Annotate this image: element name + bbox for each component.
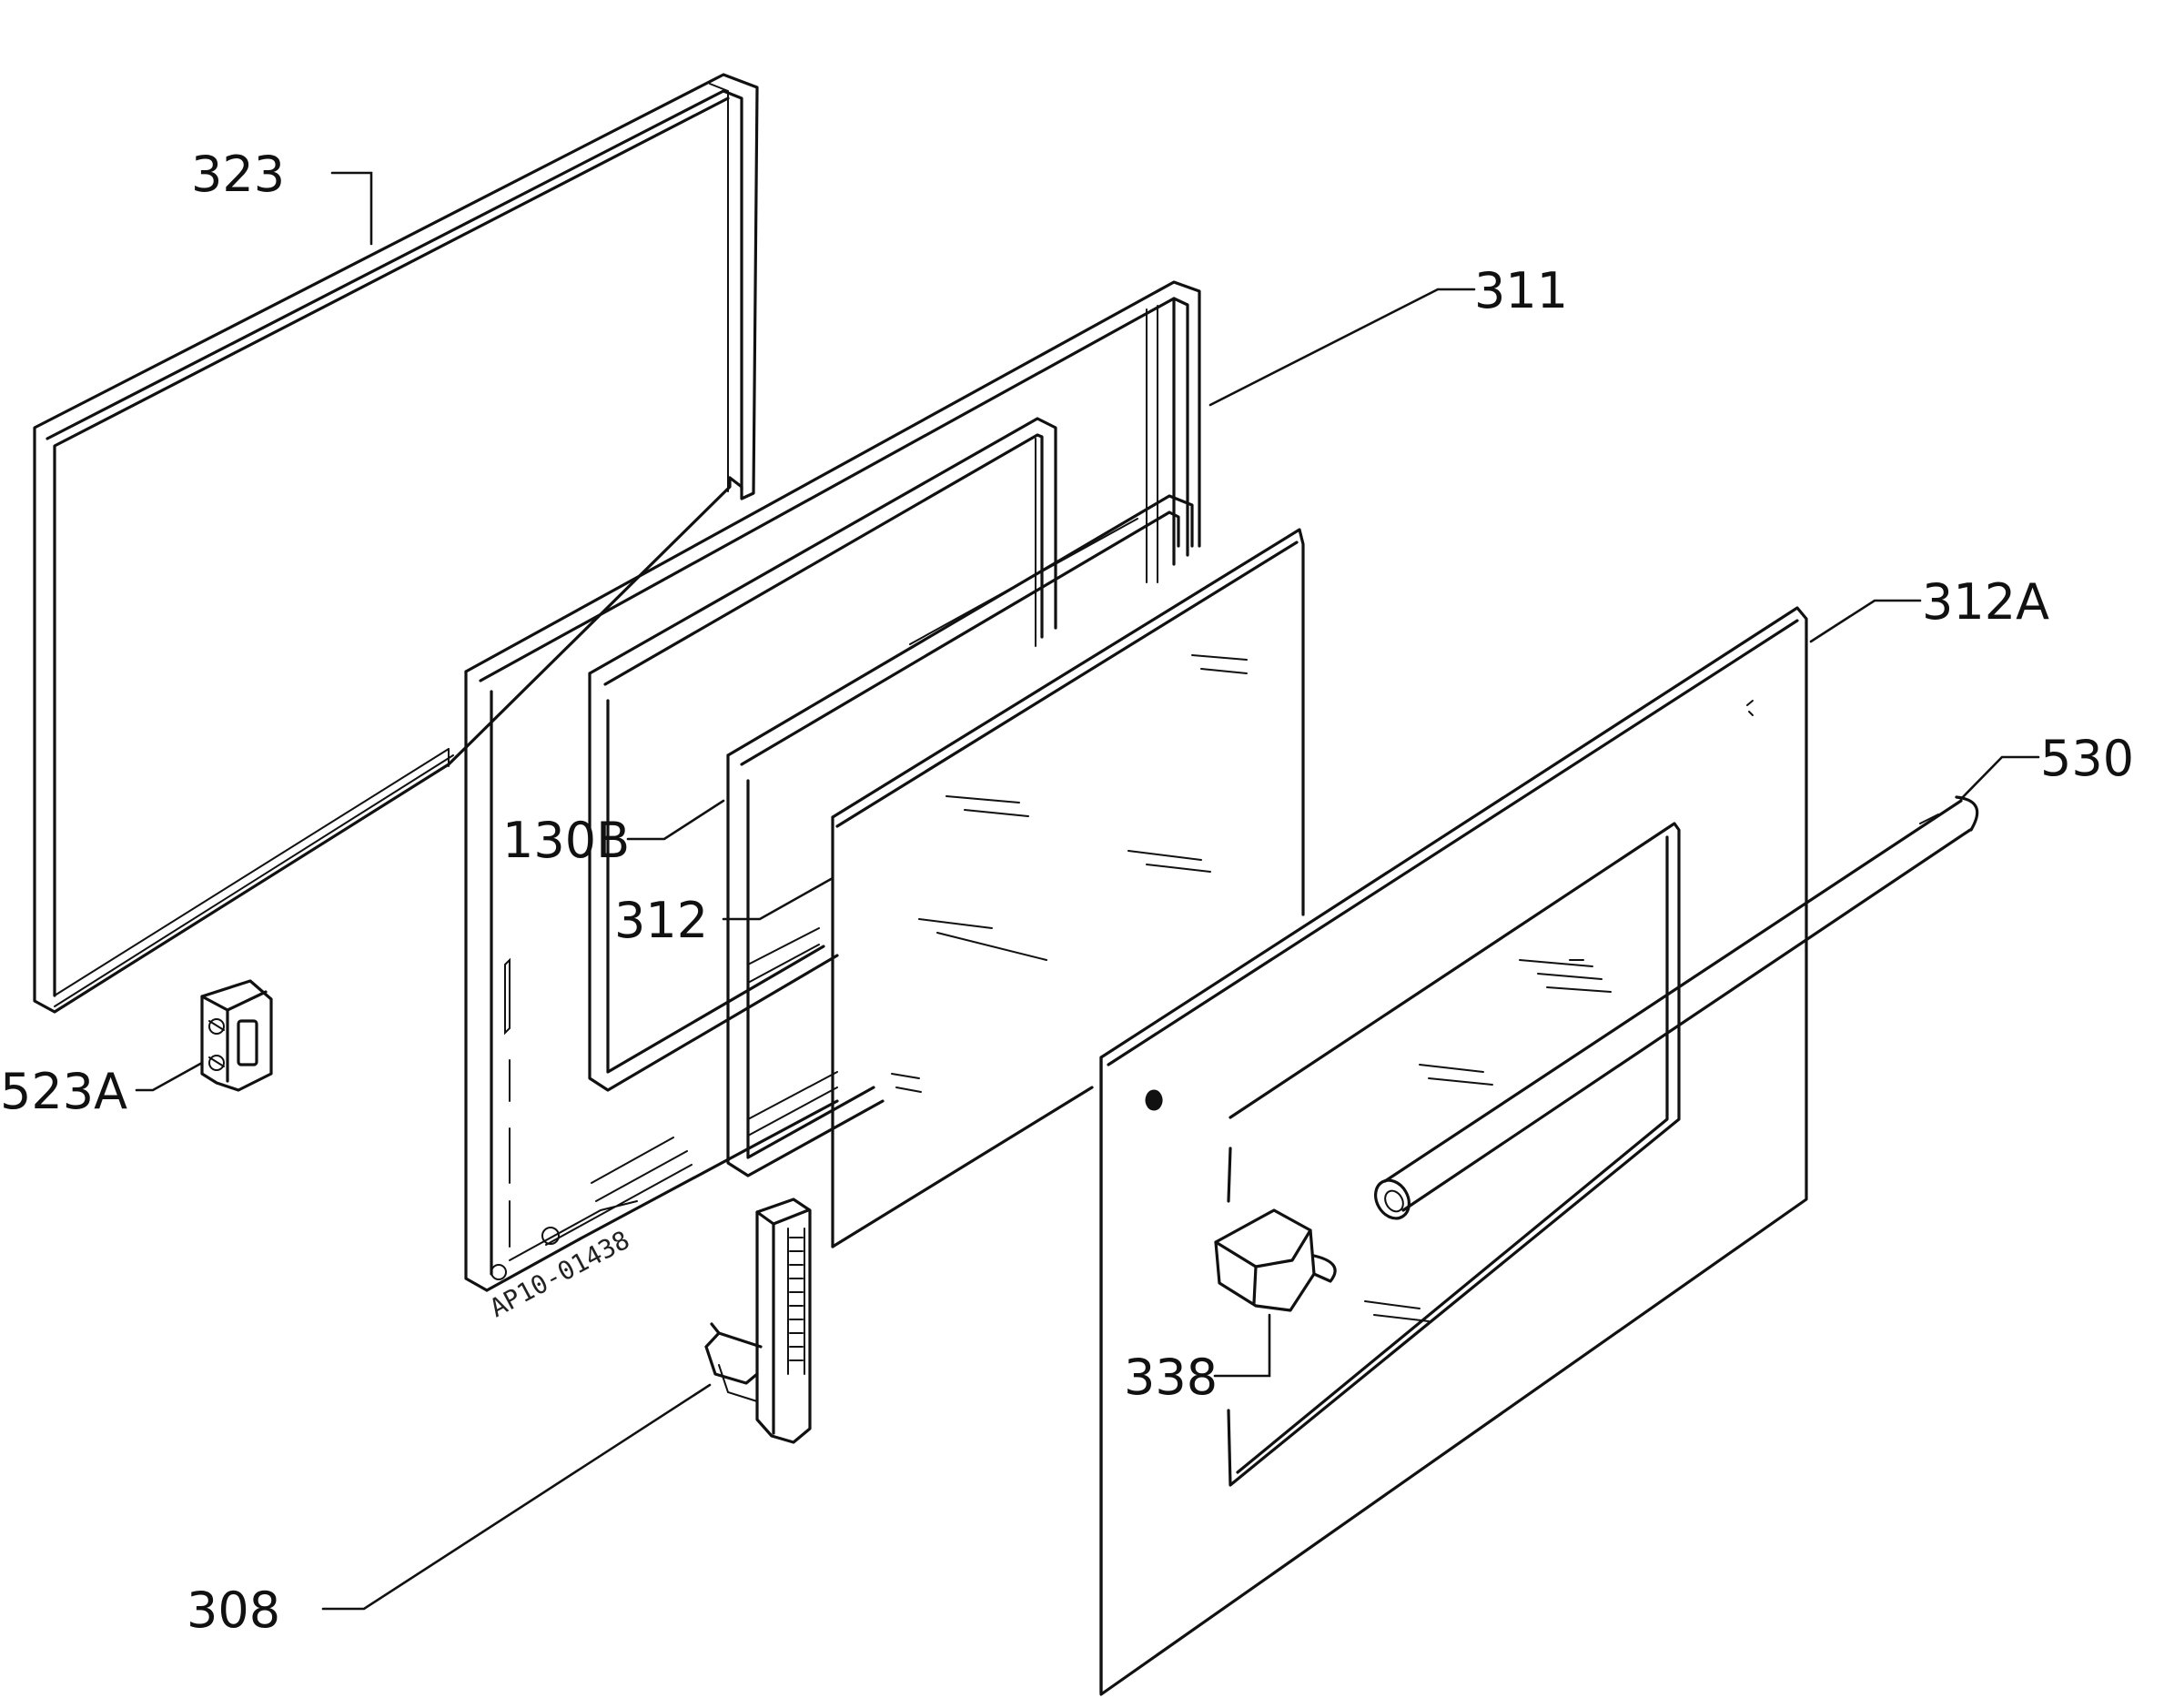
label-323: 323 (191, 146, 285, 203)
part-323-seal-frame (33, 73, 759, 1014)
label-308: 308 (187, 1582, 280, 1639)
leader-lines (135, 171, 2040, 1611)
part-inner-glass-pane (831, 528, 1305, 1248)
part-523a-hinge-receiver (200, 979, 273, 1092)
leader-312 (722, 876, 834, 921)
leader-323 (330, 171, 373, 246)
part-312a-outer-glass (1099, 606, 1808, 1696)
label-530: 530 (2040, 730, 2134, 787)
label-311: 311 (1474, 262, 1568, 319)
label-523a: 523A (0, 1063, 127, 1120)
leader-338 (1213, 1313, 1271, 1378)
leader-530 (1959, 755, 2040, 801)
leader-130b (626, 799, 725, 841)
label-130b: 130B (502, 812, 630, 869)
part-530-handle (1374, 795, 1979, 1220)
part-130b-inner-gasket (588, 417, 1057, 1092)
drawing-reference-stamp: AP10-01438 (485, 1225, 634, 1323)
leader-312a (1809, 599, 1922, 643)
leader-523a (135, 1061, 204, 1092)
label-338: 338 (1124, 1349, 1218, 1406)
label-312: 312 (614, 892, 708, 949)
leader-311 (1208, 288, 1476, 407)
part-311-inner-frame (464, 280, 1201, 1292)
part-labels: 323 311 312A 530 130B 312 523A 338 308 (0, 146, 2134, 1639)
label-312a: 312A (1922, 573, 2049, 631)
part-308-hinge (704, 1198, 812, 1444)
leader-308 (321, 1383, 712, 1611)
part-338-end-cap (1214, 1208, 1337, 1312)
part-312-middle-frame (726, 494, 1194, 1177)
